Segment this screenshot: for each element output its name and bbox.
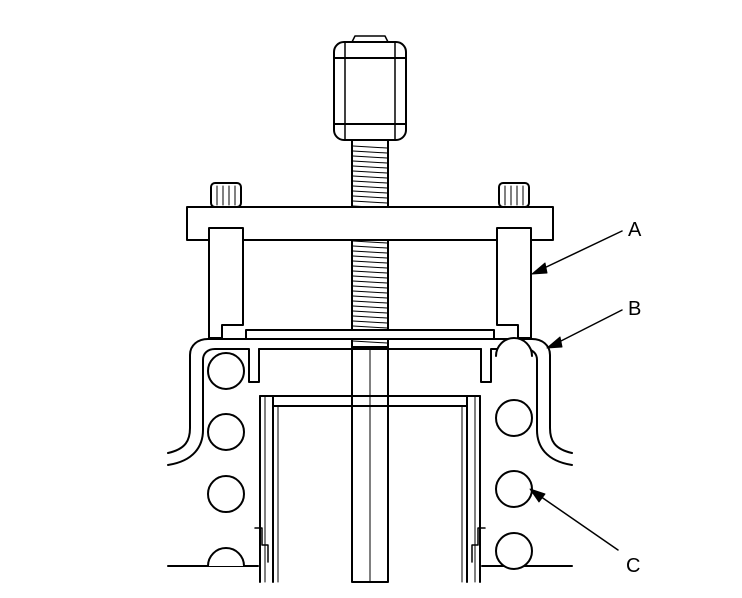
left-post-knob [210,182,242,208]
right-post-knob [498,182,530,208]
thread-line [352,160,388,164]
thread-line [352,175,388,179]
thread-line [352,145,388,149]
thread-line [352,170,388,174]
left-hook-arm [208,227,244,339]
thread-line [352,255,388,259]
callout-a-label: A [628,219,642,241]
crossbar [186,206,554,241]
thread-line [352,340,388,344]
thread-line [352,185,388,189]
thread-line [352,300,388,304]
thread-line [352,180,388,184]
callout-b-label: B [628,298,641,320]
thread-line [352,190,388,194]
thread-line [352,260,388,264]
thread-line [352,290,388,294]
thread-line [352,165,388,169]
thread-line [352,320,388,324]
thread-line [352,305,388,309]
thread-line [352,285,388,289]
thread-line [352,150,388,154]
thread-line [352,325,388,329]
thread-line [352,270,388,274]
thread-line [352,245,388,249]
thread-line [352,310,388,314]
bolt-thread [351,139,389,348]
thread-line [352,250,388,254]
right-hook-arm [496,227,532,339]
leader-line-b [546,309,623,349]
center-bolt [333,35,407,583]
thread-line [352,195,388,199]
thread-line [352,315,388,319]
leader-line-a [531,230,623,275]
thread-line [352,275,388,279]
thread-line [352,240,388,244]
thread-line [352,155,388,159]
thread-line [352,280,388,284]
thread-line [352,200,388,204]
callout-c-label: C [626,555,640,577]
thread-line [352,265,388,269]
compression-plate [245,329,495,340]
thread-line [352,295,388,299]
leader-line-c [529,488,619,551]
coil-spring [207,337,533,570]
hex-nut [333,35,407,141]
